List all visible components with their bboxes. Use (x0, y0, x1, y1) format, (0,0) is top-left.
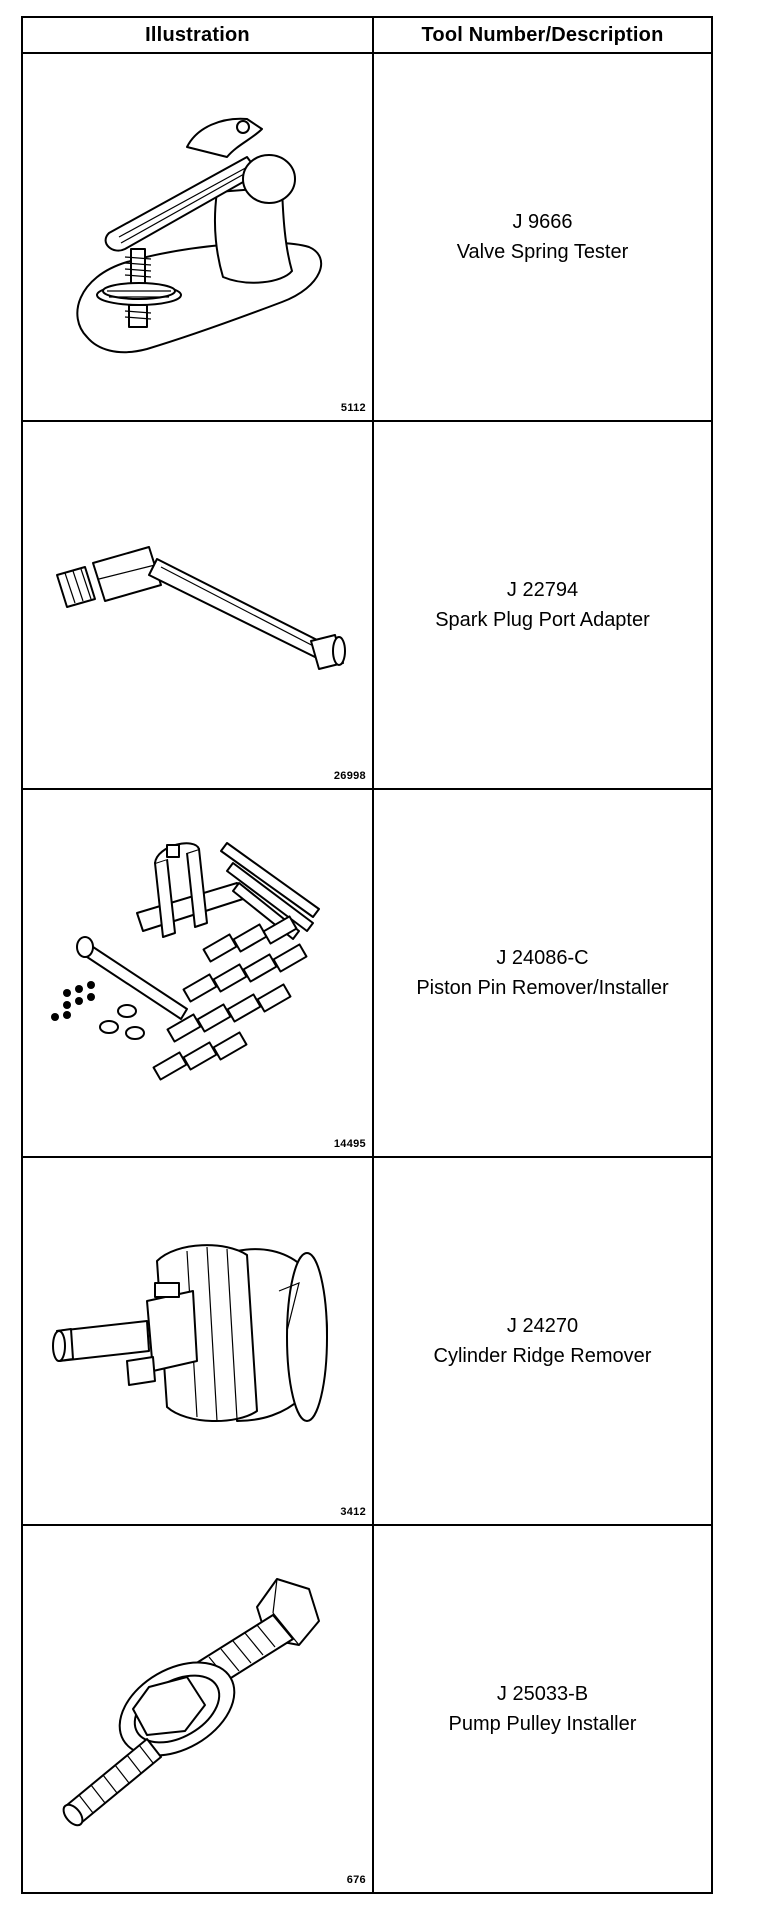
table-row: 14495 J 24086-C Piston Pin Remover/Insta… (21, 788, 714, 1158)
tool-number: J 9666 (512, 211, 573, 233)
tool-number: J 22794 (506, 579, 579, 601)
piston-pin-remover-installer-illustration (51, 842, 321, 1081)
figure-number: 676 (346, 1874, 366, 1886)
figure-number: 26998 (333, 770, 366, 782)
header-illustration: Illustration (21, 16, 374, 54)
tool-description-cell: J 9666 Valve Spring Tester (371, 52, 714, 422)
tool-description: Valve Spring Tester (456, 241, 629, 263)
tool-description-cell: J 22794 Spark Plug Port Adapter (371, 420, 714, 790)
tool-description: Piston Pin Remover/Installer (416, 977, 669, 999)
tool-description-cell: J 24086-C Piston Pin Remover/Installer (371, 788, 714, 1158)
tool-description: Cylinder Ridge Remover (433, 1345, 652, 1367)
special-tools-table: Illustration Tool Number/Description (21, 16, 714, 1894)
pump-pulley-installer-illustration (63, 1578, 321, 1827)
illustration-cell: 3412 (21, 1156, 374, 1526)
figure-number: 14495 (333, 1138, 366, 1150)
table-row: 26998 J 22794 Spark Plug Port Adapter (21, 420, 714, 790)
tool-description: Spark Plug Port Adapter (435, 609, 650, 631)
tool-number: J 24270 (506, 1315, 579, 1337)
illustration-cell: 5112 (21, 52, 374, 422)
illustration-cell: 14495 (21, 788, 374, 1158)
spark-plug-port-adapter-illustration (56, 546, 347, 670)
tool-description: Pump Pulley Installer (448, 1713, 637, 1735)
tool-description-cell: J 25033-B Pump Pulley Installer (371, 1524, 714, 1894)
valve-spring-tester-illustration (76, 117, 323, 354)
header-tool-number-description: Tool Number/Description (371, 16, 714, 54)
figure-number: 3412 (340, 1506, 366, 1518)
illustration-cell: 26998 (21, 420, 374, 790)
tool-number: J 24086-C (496, 947, 589, 969)
tool-description-cell: J 24270 Cylinder Ridge Remover (371, 1156, 714, 1526)
cylinder-ridge-remover-illustration (52, 1244, 329, 1423)
illustration-cell: 676 (21, 1524, 374, 1894)
table-row: 676 J 25033-B Pump Pulley Installer (21, 1524, 714, 1894)
tool-number: J 25033-B (496, 1683, 589, 1705)
table-row: 3412 J 24270 Cylinder Ridge Remover (21, 1156, 714, 1526)
table-row: 5112 J 9666 Valve Spring Tester (21, 52, 714, 422)
figure-number: 5112 (340, 402, 366, 414)
table-header-row: Illustration Tool Number/Description (21, 16, 714, 54)
